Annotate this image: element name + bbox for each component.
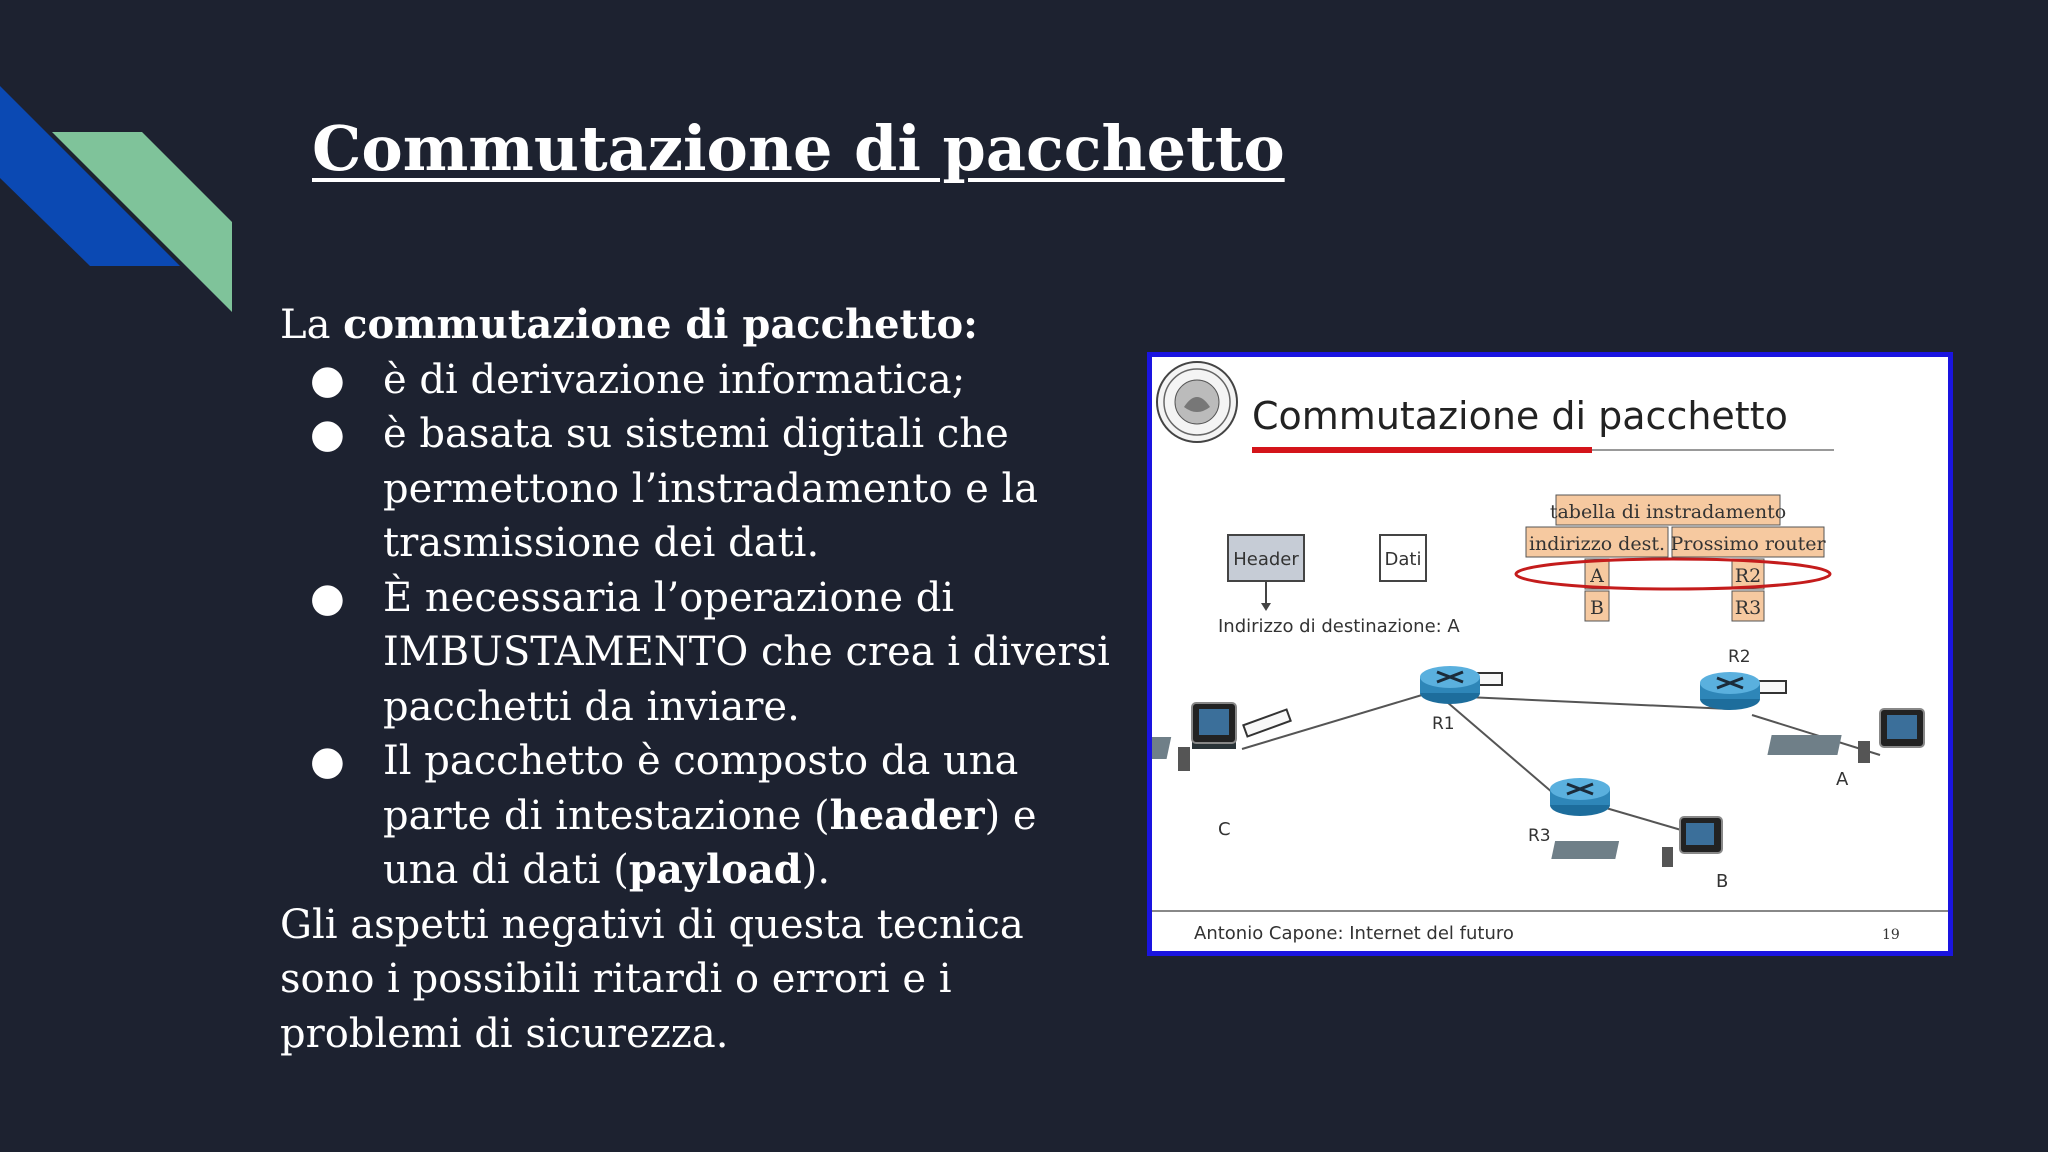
- figure-footer-page: 19: [1882, 927, 1900, 943]
- bullet-text-part: Il pacchetto è composto da una parte di …: [383, 738, 1019, 839]
- slide-title: Commutazione di pacchetto: [312, 112, 1285, 185]
- bullet-text: È necessaria l’operazione di IMBUSTAMENT…: [383, 574, 1110, 730]
- table-cell: [1584, 558, 1610, 590]
- table-dest-b: B: [1590, 597, 1604, 619]
- table-col-next: Prossimo router: [1670, 533, 1826, 555]
- table-cell: [1731, 558, 1765, 590]
- bullet-dot-icon: ●: [310, 574, 345, 621]
- bullet-text-part: ).: [801, 847, 831, 893]
- table-dest-a: A: [1589, 565, 1604, 587]
- router-r1-label: R1: [1432, 714, 1455, 734]
- corner-decoration: [0, 86, 232, 312]
- router-r2-icon: [1700, 672, 1760, 710]
- bullet-item: ● È necessaria l’operazione di IMBUSTAMEN…: [280, 571, 1110, 735]
- bullet-text-part: ) e una di dati (: [383, 792, 1037, 894]
- host-a-label: A: [1836, 769, 1849, 790]
- bullet-text: è di derivazione informatica;: [383, 356, 966, 403]
- figure-title: Commutazione di pacchetto: [1252, 394, 1788, 438]
- figure-canvas: Commutazione di pacchetto tabella di ins…: [1152, 361, 1948, 944]
- router-r1-icon: [1420, 666, 1480, 704]
- bullet-item: ● Il pacchetto è composto da una parte di…: [280, 734, 1110, 898]
- host-b-label: B: [1716, 871, 1728, 892]
- table-col-next-cell: [1671, 526, 1825, 558]
- destination-label: Indirizzo di destinazione: A: [1218, 616, 1460, 637]
- data-box-label: Dati: [1385, 549, 1422, 570]
- router-r3-icon: [1550, 778, 1610, 816]
- slide-body: La commutazione di pacchetto: ● è di deri…: [280, 298, 1110, 1061]
- table-cell: [1584, 590, 1610, 622]
- title-underline-grey: [1592, 449, 1834, 451]
- packet-switching-figure: Commutazione di pacchetto tabella di ins…: [1147, 352, 1953, 956]
- link-r1-r3: [1446, 701, 1561, 800]
- table-col-dest: indirizzo dest.: [1529, 533, 1665, 555]
- bullet-text: è basata su sistemi digitali che permett…: [383, 411, 1039, 566]
- table-title: tabella di instradamento: [1550, 501, 1786, 523]
- host-c-label: C: [1218, 819, 1231, 840]
- bullet-list: ● è di derivazione informatica; ● è basata…: [280, 353, 1110, 898]
- bullet-dot-icon: ●: [310, 411, 345, 457]
- computer-a-icon: [1767, 708, 1925, 763]
- table-next-r3: R3: [1735, 597, 1761, 619]
- header-box: [1227, 534, 1305, 582]
- packet-icon: [1755, 680, 1787, 694]
- router-r3-label: R3: [1528, 826, 1551, 846]
- table-title-cell: [1555, 494, 1781, 526]
- header-arrow-head: [1261, 603, 1271, 611]
- closing-paragraph: Gli aspetti negativi di questa tecnica s…: [280, 901, 1024, 1057]
- bullet-dot-icon: ●: [310, 356, 345, 403]
- header-box-label: Header: [1233, 549, 1299, 570]
- table-col-dest-cell: [1525, 526, 1669, 558]
- figure-footer-left: Antonio Capone: Internet del futuro: [1194, 923, 1514, 944]
- packet-icon: [1242, 708, 1292, 738]
- green-stripe-shape: [52, 132, 232, 312]
- bullet-bold-header: header: [829, 791, 985, 839]
- table-next-r2: R2: [1735, 565, 1761, 587]
- university-seal-icon: [1156, 361, 1238, 443]
- title-underline-red: [1252, 447, 1592, 453]
- intro-line: La commutazione di pacchetto:: [280, 298, 1110, 353]
- bullet-item: ● è basata su sistemi digitali che permet…: [280, 407, 1110, 571]
- bullet-item: ● è di derivazione informatica;: [280, 353, 1110, 408]
- intro-bold: commutazione di pacchetto:: [343, 301, 978, 348]
- bullet-bold-payload: payload: [628, 846, 802, 893]
- intro-prefix: La: [280, 302, 344, 348]
- highlight-ring: [1514, 557, 1832, 591]
- bullet-dot-icon: ●: [310, 738, 345, 784]
- table-cell: [1731, 590, 1765, 622]
- link-c-r1: [1241, 694, 1423, 750]
- computer-c-icon: [1152, 702, 1237, 771]
- data-box: [1379, 534, 1427, 582]
- computer-b-icon: [1551, 816, 1723, 867]
- blue-stripe-shape: [0, 86, 180, 266]
- router-r2-label: R2: [1728, 647, 1751, 667]
